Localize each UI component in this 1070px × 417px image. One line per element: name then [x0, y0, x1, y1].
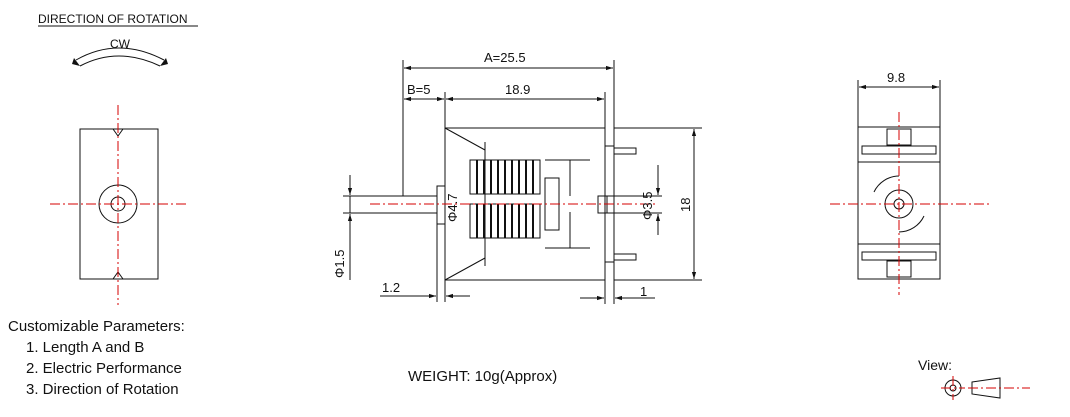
dim-term-off-label: 1	[640, 284, 647, 299]
dim-width-label: 9.8	[887, 70, 905, 85]
view-label: View:	[918, 357, 952, 373]
dim-boss-len-label: 1.2	[382, 280, 400, 295]
side-view-dimensions: A=25.5 B=5 18.9 18 Φ1.5 Φ4.7 Φ3.5 1.2	[332, 50, 702, 304]
dim-boss-dia-label: Φ4.7	[445, 194, 460, 222]
parameter-item: 3. Direction of Rotation	[26, 381, 179, 398]
end-view-brush-arc-left	[873, 175, 900, 193]
rotation-arc-bottom	[79, 55, 161, 67]
weight-value: 10g(Approx)	[474, 368, 558, 385]
dim-length-label: 18.9	[505, 82, 530, 97]
rotation-arc-top	[75, 47, 165, 61]
terminal-top	[613, 147, 637, 155]
brush-arms	[545, 159, 590, 249]
weight-label: WEIGHT:	[408, 368, 471, 385]
rotation-title: DIRECTION OF ROTATION	[38, 12, 188, 26]
end-view: 9.8	[830, 70, 990, 295]
customizable-parameters: Customizable Parameters: 1. Length A and…	[8, 316, 185, 400]
rotation-direction: CW	[110, 37, 131, 51]
side-view	[349, 127, 655, 281]
rotation-arrow-left-icon	[72, 58, 80, 66]
dim-shaft-dia-label: Φ1.5	[332, 250, 347, 278]
dim-height-label: 18	[678, 198, 693, 212]
rotation-arrow-right-icon	[160, 58, 168, 66]
projection-cone-icon	[971, 377, 1001, 399]
parameter-item: 2. Electric Performance	[26, 360, 182, 377]
projection-symbol	[941, 376, 1030, 400]
dim-a-label: A=25.5	[484, 50, 526, 65]
dim-b-label: B=5	[407, 82, 431, 97]
front-view	[50, 105, 188, 305]
parameters-title: Customizable Parameters:	[8, 318, 185, 335]
terminal-bottom	[613, 253, 637, 261]
coil-windings	[476, 160, 534, 238]
weight-info: WEIGHT: 10g(Approx)	[408, 368, 557, 385]
rotor-coil	[469, 159, 541, 239]
front-boss	[436, 185, 446, 225]
parameter-item: 1. Length A and B	[26, 339, 145, 356]
dim-rear-dia-label: Φ3.5	[640, 192, 655, 220]
end-view-brush-arc-right	[898, 215, 925, 233]
housing-bevel	[444, 127, 486, 281]
rotation-indicator: DIRECTION OF ROTATION CW	[38, 12, 198, 67]
